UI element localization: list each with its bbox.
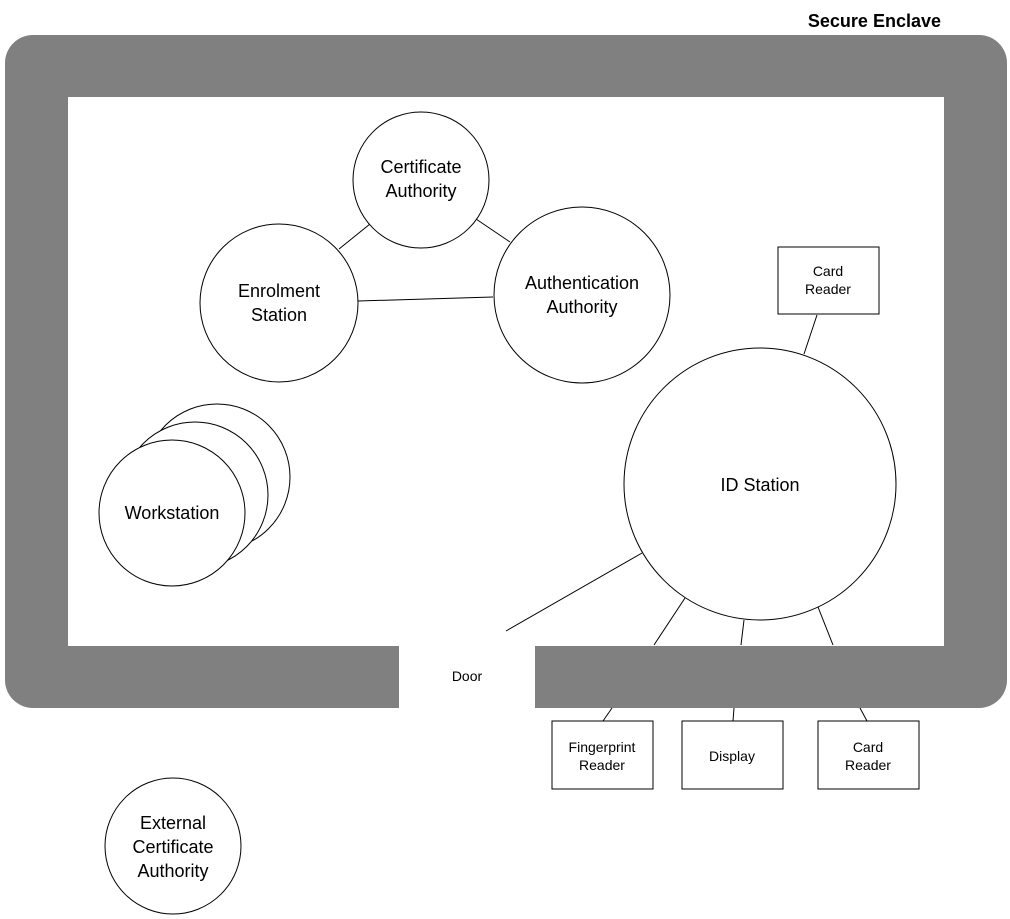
door-opening <box>399 640 535 715</box>
display-label: Display <box>709 748 755 764</box>
workstation-front-circle <box>98 439 246 587</box>
external-certificate-authority-label-line3: Authority <box>137 861 208 881</box>
link-enrolment-authentication <box>357 296 494 302</box>
card-reader-inside-label-line1: Card <box>813 263 843 279</box>
link-idstation-cardreader-outside <box>817 606 834 646</box>
authentication-authority-label-line2: Authority <box>546 297 617 317</box>
card-reader-inside-label-line2: Reader <box>805 281 851 297</box>
display-node[interactable]: Display <box>681 720 784 790</box>
link-cardreader-stub <box>859 707 868 722</box>
enrolment-station-label-line1: Enrolment <box>238 281 320 301</box>
authentication-authority-label-line1: Authentication <box>525 273 639 293</box>
link-display-stub <box>732 707 735 722</box>
link-idstation-door <box>505 552 643 632</box>
external-certificate-authority-label-line2: Certificate <box>132 837 213 857</box>
id-station-label: ID Station <box>720 475 799 495</box>
enrolment-station-node[interactable]: Enrolment Station <box>199 223 359 383</box>
enclave-title: Secure Enclave <box>808 11 941 31</box>
link-ca-authentication <box>475 218 511 243</box>
link-enrolment-ca <box>338 223 371 250</box>
workstation-stack[interactable]: Workstation <box>98 403 291 587</box>
card-reader-outside-node[interactable]: Card Reader <box>817 720 920 790</box>
fingerprint-reader-label-line1: Fingerprint <box>569 739 636 755</box>
card-reader-inside-node[interactable]: Card Reader <box>777 246 880 315</box>
link-idstation-cardreader <box>803 314 818 355</box>
link-fingerprint-stub <box>602 707 613 722</box>
link-idstation-display <box>740 619 745 646</box>
fingerprint-reader-node[interactable]: Fingerprint Reader <box>551 720 654 790</box>
id-station-node[interactable]: ID Station <box>623 347 897 621</box>
card-reader-outside-label-line2: Reader <box>845 757 891 773</box>
workstation-label: Workstation <box>125 503 220 523</box>
certificate-authority-node[interactable]: Certificate Authority <box>352 111 490 249</box>
enclave-wall <box>5 35 1007 715</box>
link-idstation-fingerprint <box>653 597 686 646</box>
certificate-authority-label-line1: Certificate <box>380 157 461 177</box>
card-reader-outside-label-line1: Card <box>853 739 883 755</box>
certificate-authority-label-line2: Authority <box>385 181 456 201</box>
connections <box>338 218 868 722</box>
authentication-authority-node[interactable]: Authentication Authority <box>493 206 671 384</box>
external-certificate-authority-label-line1: External <box>140 813 206 833</box>
enrolment-station-label-line2: Station <box>251 305 307 325</box>
door-label: Door <box>452 668 483 684</box>
fingerprint-reader-label-line2: Reader <box>579 757 625 773</box>
external-certificate-authority-node[interactable]: External Certificate Authority <box>104 777 242 915</box>
